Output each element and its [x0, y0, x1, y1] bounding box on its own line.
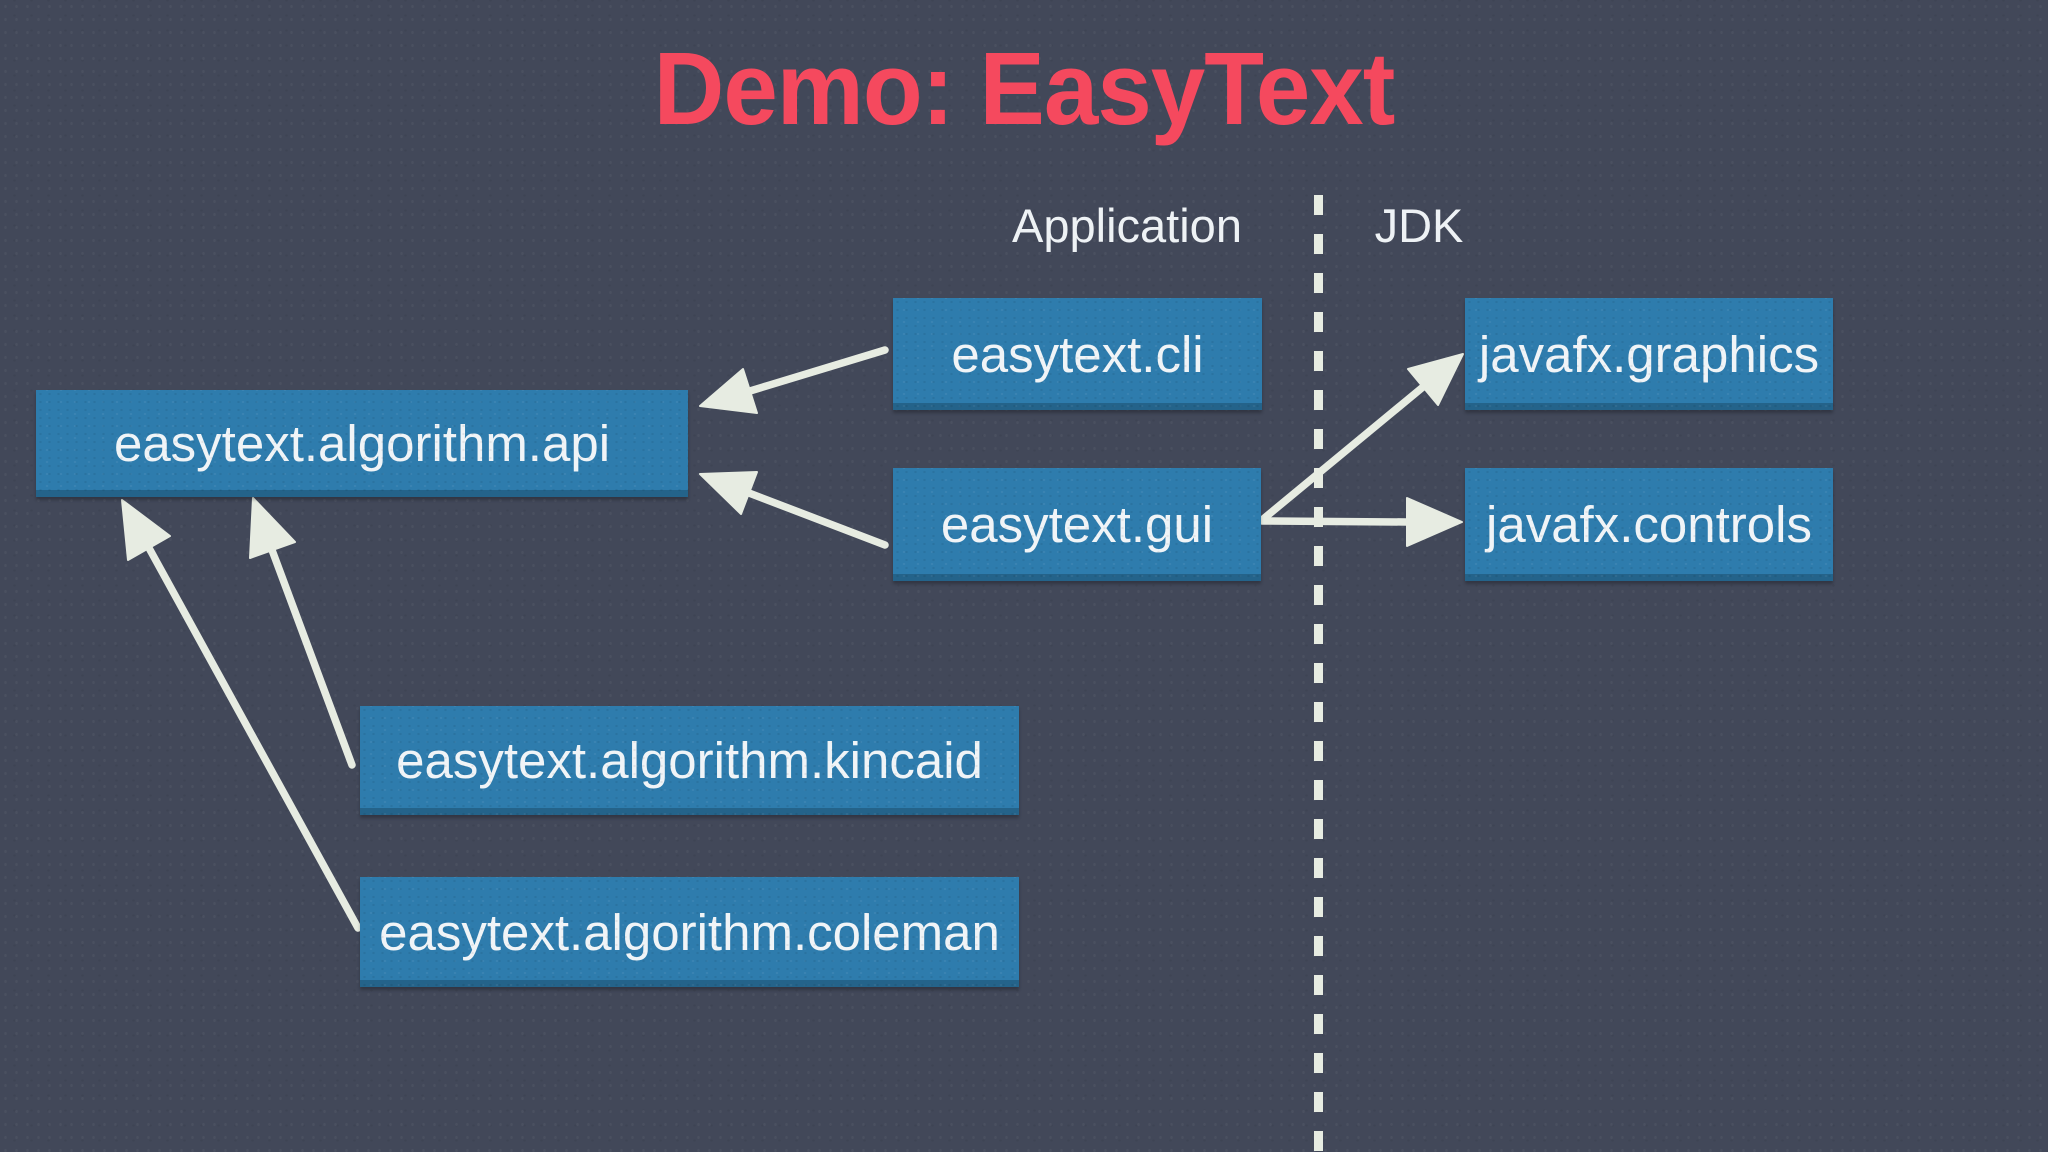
module-label: javafx.graphics	[1478, 325, 1820, 383]
region-label-jdk: JDK	[1374, 199, 1464, 252]
arrow-line	[1258, 383, 1427, 524]
module-label: easytext.algorithm.coleman	[379, 903, 1000, 961]
edge-coleman-to-api	[121, 499, 362, 932]
arrow-head	[699, 368, 758, 414]
arrow-line	[145, 544, 362, 932]
module-label: easytext.cli	[951, 325, 1204, 383]
arrow-line	[746, 346, 889, 395]
edge-gui-to-controls	[1258, 497, 1463, 547]
edge-gui-to-api	[699, 471, 889, 549]
module-label: easytext.gui	[940, 496, 1214, 553]
arrow-head	[1407, 353, 1464, 406]
region-label-application: Application	[1012, 199, 1242, 252]
edge-cli-to-api	[699, 346, 889, 414]
module-box-easytext-algorithm-coleman: easytext.algorithm.coleman	[360, 877, 1019, 987]
module-box-easytext-algorithm-api: easytext.algorithm.api	[36, 390, 688, 497]
module-box-javafx-controls: javafx.controls	[1465, 468, 1833, 581]
module-label: javafx.controls	[1486, 496, 1812, 553]
edge-gui-to-graphics	[1258, 353, 1464, 524]
arrow-head	[1406, 497, 1463, 547]
module-label: easytext.algorithm.api	[113, 415, 611, 472]
arrow-head	[121, 499, 171, 561]
application-jdk-divider	[1314, 195, 1323, 1152]
arrow-line	[745, 489, 889, 549]
arrow-line	[1258, 517, 1411, 526]
slide-title: Demo: EasyText	[653, 31, 1396, 146]
edge-kincaid-to-api	[249, 497, 356, 769]
module-box-easytext-gui: easytext.gui	[893, 468, 1261, 581]
arrow-head	[249, 497, 296, 559]
module-label: easytext.algorithm.kincaid	[396, 732, 983, 789]
module-box-easytext-algorithm-kincaid: easytext.algorithm.kincaid	[360, 706, 1019, 815]
module-box-javafx-graphics: javafx.graphics	[1465, 298, 1833, 410]
arrow-head	[699, 471, 758, 515]
module-box-easytext-cli: easytext.cli	[893, 298, 1262, 410]
arrow-line	[268, 546, 356, 769]
